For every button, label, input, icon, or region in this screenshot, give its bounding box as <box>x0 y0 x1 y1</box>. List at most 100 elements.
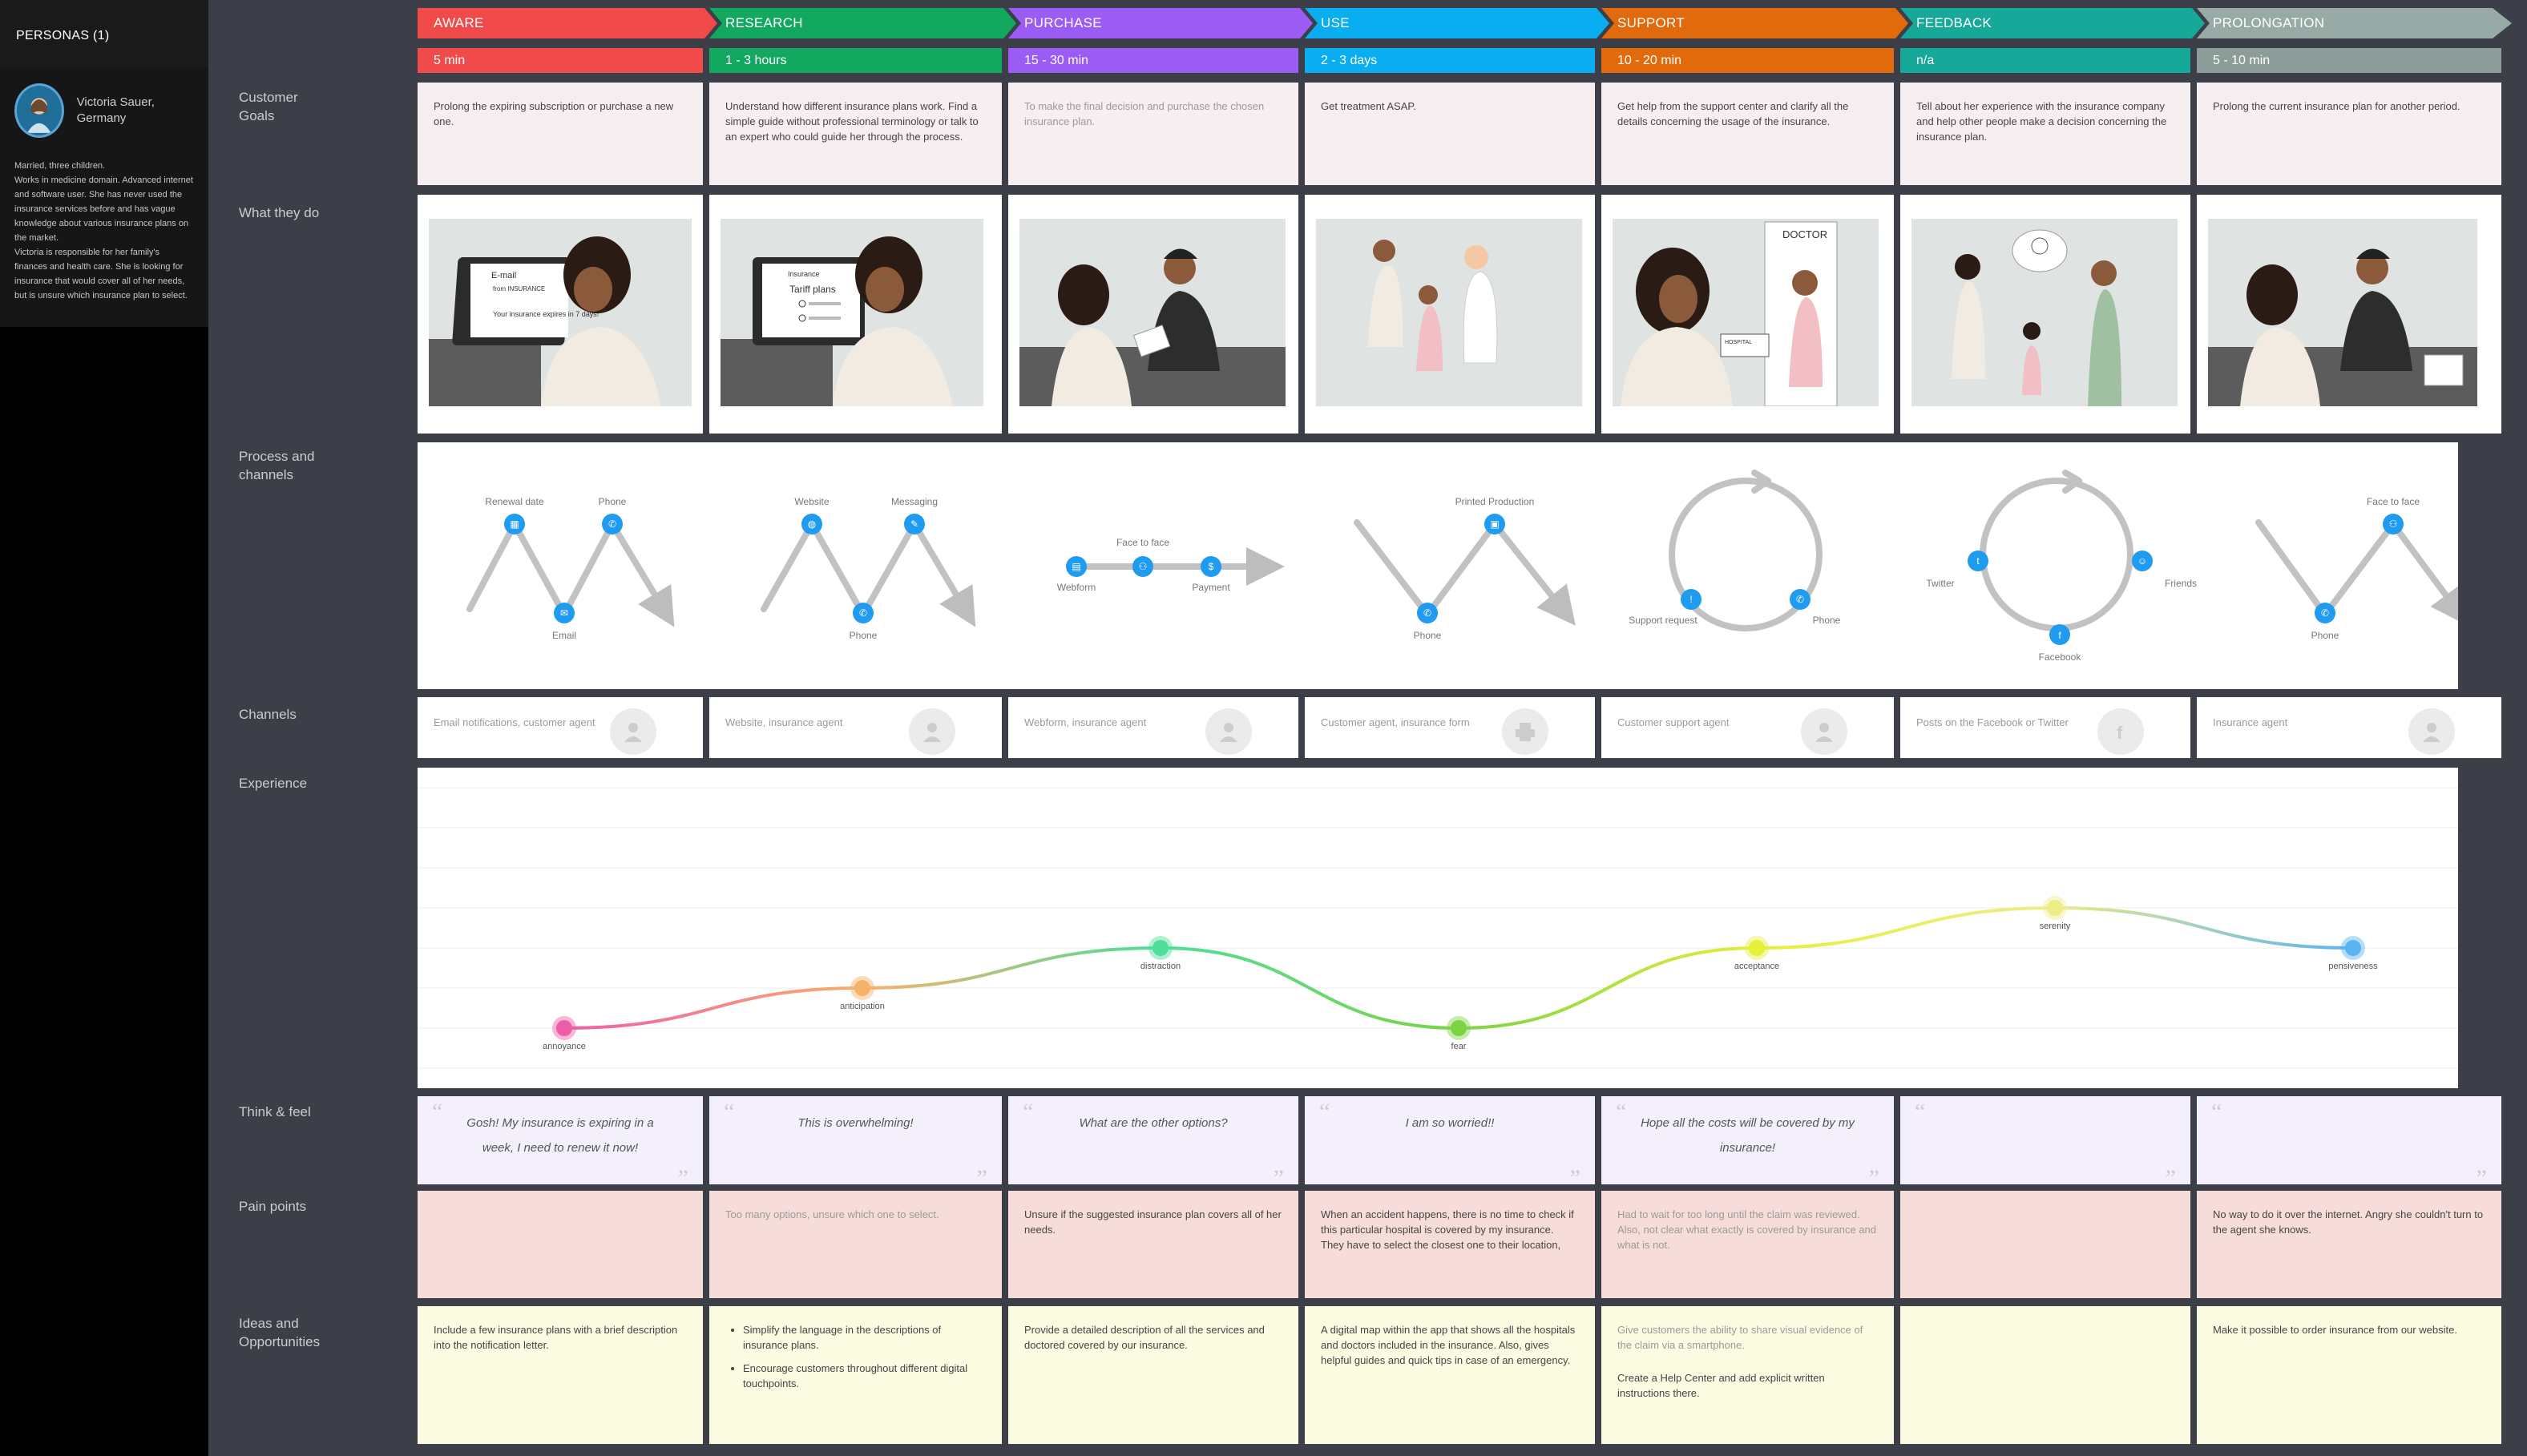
illustration-support[interactable]: DOCTOR HOSPITAL <box>1601 195 1894 434</box>
stage-chevron-aware[interactable] <box>418 8 717 38</box>
goal-prolongation[interactable]: Prolong the current insurance plan for a… <box>2197 83 2501 185</box>
quote-close-icon: ” <box>1868 1165 1879 1192</box>
phone-icon[interactable] <box>853 603 874 623</box>
illustration-research[interactable]: Insurance Tariff plans <box>709 195 1002 434</box>
experience-curve <box>563 905 2354 1030</box>
channel-purchase[interactable]: Webform, insurance agent <box>1008 697 1298 758</box>
stage-chevron-feedback[interactable] <box>1900 8 2205 38</box>
duration-use: 2 - 3 days <box>1305 48 1595 73</box>
pain-aware[interactable] <box>418 1191 703 1298</box>
idea-text: Make it possible to order insurance from… <box>2213 1324 2457 1336</box>
idea-feedback[interactable] <box>1900 1306 2190 1444</box>
calendar-icon[interactable] <box>504 514 525 534</box>
globe-icon[interactable] <box>801 514 822 534</box>
think-research[interactable]: “This is overwhelming!” <box>709 1096 1002 1191</box>
goal-aware[interactable]: Prolong the expiring subscription or pur… <box>418 83 703 185</box>
emotion-face-icon[interactable] <box>1749 940 1765 956</box>
stage-chevron-purchase[interactable] <box>1008 8 1313 38</box>
goal-support[interactable]: Get help from the support center and cla… <box>1601 83 1894 185</box>
think-feedback[interactable]: “” <box>1900 1096 2190 1191</box>
phone-icon[interactable] <box>2315 603 2335 623</box>
emotion-face-icon[interactable] <box>2345 940 2361 956</box>
pain-feedback[interactable] <box>1900 1191 2190 1298</box>
printer-icon[interactable] <box>1484 514 1505 534</box>
illustration-aware[interactable]: E-mail from INSURANCE Your insurance exp… <box>418 195 703 434</box>
think-aware[interactable]: “Gosh! My insurance is expiring in a wee… <box>418 1096 703 1191</box>
chat-icon[interactable] <box>904 514 925 534</box>
quote-close-icon: ” <box>1569 1165 1580 1192</box>
think-prolongation[interactable]: “” <box>2197 1096 2501 1191</box>
persona-card[interactable]: Victoria Sauer, Germany Married, three c… <box>0 67 208 327</box>
svg-text:Phone: Phone <box>2311 630 2339 641</box>
duration-feedback: n/a <box>1900 48 2190 73</box>
pain-research[interactable]: Too many options, unsure which one to se… <box>709 1191 1002 1298</box>
goal-use[interactable]: Get treatment ASAP. <box>1305 83 1595 185</box>
svg-text:Phone: Phone <box>850 630 878 641</box>
idea-aware[interactable]: Include a few insurance plans with a bri… <box>418 1306 703 1444</box>
facebook-icon[interactable] <box>2049 624 2070 645</box>
channel-research[interactable]: Website, insurance agent <box>709 697 1002 758</box>
support-request-icon[interactable] <box>1681 589 1701 610</box>
idea-prolongation[interactable]: Make it possible to order insurance from… <box>2197 1306 2501 1444</box>
illustration-purchase[interactable] <box>1008 195 1298 434</box>
svg-text:✆: ✆ <box>1796 594 1804 605</box>
emotion-face-icon[interactable] <box>2047 900 2063 916</box>
emotion-face-icon[interactable] <box>1451 1020 1467 1036</box>
pain-use[interactable]: When an accident happens, there is no ti… <box>1305 1191 1595 1298</box>
webform-icon[interactable] <box>1066 556 1087 577</box>
think-text: This is overwhelming! <box>797 1116 914 1130</box>
phone-icon[interactable] <box>602 514 623 534</box>
think-use[interactable]: “I am so worried!!” <box>1305 1096 1595 1191</box>
friends-icon[interactable] <box>2132 551 2153 571</box>
channel-use[interactable]: Customer agent, insurance form <box>1305 697 1595 758</box>
stage-chevron-support[interactable] <box>1601 8 1908 38</box>
goal-purchase[interactable]: To make the final decision and purchase … <box>1008 83 1298 185</box>
svg-text:from INSURANCE: from INSURANCE <box>493 285 545 292</box>
stage-chevron-use[interactable] <box>1305 8 1609 38</box>
goal-feedback[interactable]: Tell about her experience with the insur… <box>1900 83 2190 185</box>
pain-prolongation[interactable]: No way to do it over the internet. Angry… <box>2197 1191 2501 1298</box>
illustration-use[interactable] <box>1305 195 1595 434</box>
channel-support[interactable]: Customer support agent <box>1601 697 1894 758</box>
phone-icon[interactable] <box>1790 589 1810 610</box>
stage-purchase: PURCHASE <box>1024 15 1102 30</box>
emotion-face-icon[interactable] <box>1152 940 1169 956</box>
personas-header[interactable]: PERSONAS (1) <box>0 0 208 67</box>
emotion-face-icon[interactable] <box>854 980 870 996</box>
idea-support[interactable]: Give customers the ability to share visu… <box>1601 1306 1894 1444</box>
goal-research[interactable]: Understand how different insurance plans… <box>709 83 1002 185</box>
email-icon[interactable] <box>554 603 575 623</box>
handshake-icon[interactable] <box>2383 514 2404 534</box>
idea-item: Encourage customers throughout different… <box>743 1361 986 1391</box>
quote-open-icon: “ <box>1023 1099 1034 1125</box>
illustration-feedback[interactable] <box>1900 195 2190 434</box>
svg-text:E-mail: E-mail <box>491 271 516 280</box>
payment-icon[interactable] <box>1201 556 1221 577</box>
svg-text:t: t <box>1976 555 1980 567</box>
idea-use[interactable]: A digital map within the app that shows … <box>1305 1306 1595 1444</box>
quote-open-icon: “ <box>1915 1099 1926 1125</box>
illustration-prolongation[interactable] <box>2197 195 2501 434</box>
idea-research[interactable]: Simplify the language in the description… <box>709 1306 1002 1444</box>
pain-purchase[interactable]: Unsure if the suggested insurance plan c… <box>1008 1191 1298 1298</box>
stage-chevron-prolongation[interactable] <box>2197 8 2512 38</box>
channel-aware[interactable]: Email notifications, customer agent <box>418 697 703 758</box>
svg-text:▣: ▣ <box>1490 518 1499 530</box>
think-support[interactable]: “Hope all the costs will be covered by m… <box>1601 1096 1894 1191</box>
phone-icon[interactable] <box>1417 603 1438 623</box>
svg-text:⚇: ⚇ <box>1139 561 1148 572</box>
emotion-face-icon[interactable] <box>556 1020 572 1036</box>
svg-text:Your insurance expires in 7 da: Your insurance expires in 7 days! <box>493 310 599 318</box>
twitter-icon[interactable] <box>1968 551 1988 571</box>
pain-support[interactable]: Had to wait for too long until the claim… <box>1601 1191 1894 1298</box>
channel-text: Website, insurance agent <box>725 716 843 728</box>
think-purchase[interactable]: “What are the other options?” <box>1008 1096 1298 1191</box>
quote-open-icon: “ <box>1616 1099 1627 1125</box>
idea-purchase[interactable]: Provide a detailed description of all th… <box>1008 1306 1298 1444</box>
channel-text: Email notifications, customer agent <box>434 716 595 728</box>
handshake-icon[interactable] <box>1132 556 1153 577</box>
channel-prolongation[interactable]: Insurance agent <box>2197 697 2501 758</box>
stage-chevron-research[interactable] <box>709 8 1016 38</box>
